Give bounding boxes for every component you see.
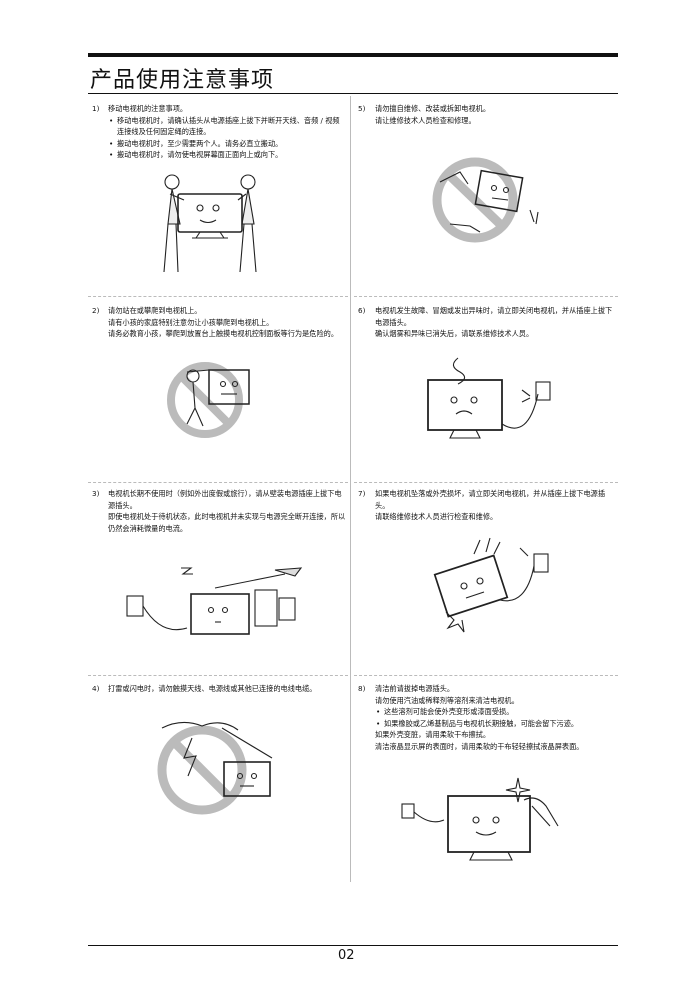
child-climbing-tv-illustration [167,362,250,438]
section-heading: 请勿站在或攀爬到电视机上。 [108,306,202,315]
falling-tv-illustration [433,537,549,633]
section-number: 5) [358,104,366,113]
separator [354,675,618,676]
section-text: 确认烟雾和异味已消失后，请联系维修技术人员。 [375,329,534,338]
separator [88,675,348,676]
section-number: 6) [358,306,366,315]
section-heading: 打雷或闪电时，请勿触摸天线、电源线或其他已连接的电线电缆。 [108,684,317,693]
section-text: 请务必教育小孩，攀爬到放置台上触摸电视机控制面板等行为是危险的。 [108,329,339,338]
title-rule [88,93,618,94]
section-2: 2) 请勿站在或攀爬到电视机上。 请有小孩的家庭特别注意勿让小孩攀爬到电视机上。… [92,305,344,340]
page-number: 02 [338,948,355,963]
list-item: 搬动电视机时，至少需要两个人。请务必直立搬动。 [108,138,344,150]
prohibited-repair-illustration [432,157,539,243]
section-number: 4) [92,684,100,693]
page-title: 产品使用注意事项 [90,68,275,93]
section-8: 8) 清洁前请拔掉电源插头。 请勿使用汽油或稀释剂等溶剂来清洁电视机。 这些溶剂… [358,683,616,752]
smoking-tv-illustration [427,357,551,439]
separator [88,482,348,483]
separator [88,296,348,297]
cleaning-tv-illustration [401,777,559,861]
section-1: 1) 移动电视机的注意事项。 移动电视机时，请确认插头从电源插座上拔下并断开天线… [92,103,344,161]
section-4: 4) 打雷或闪电时，请勿触摸天线、电源线或其他已连接的电线电缆。 [92,683,346,695]
list-item: 如果橡胶或乙烯基制品与电视机长期接触，可能会留下污迹。 [375,718,616,730]
list-item: 这些溶剂可能会使外壳变形或漆面受损。 [375,706,616,718]
section-text: 即使电视机处于待机状态，此时电视机并未实现与电源完全断开连接，所以仍然会消耗微量… [108,512,346,533]
section-heading: 移动电视机的注意事项。 [108,104,188,113]
section-text: 清洁液晶显示屏的表面时，请用柔软的干布轻轻擦拭液晶屏表面。 [375,741,584,751]
top-rule [88,53,618,57]
section-text: 如果外壳变脏，请用柔软干布擦拭。 [375,730,491,739]
section-heading: 请勿擅自维修、改装或拆卸电视机。 [375,104,491,113]
list-item: 移动电视机时，请确认插头从电源插座上拔下并断开天线、音频 / 视频连接线及任何固… [108,115,344,138]
section-number: 7) [358,489,366,498]
separator [354,296,618,297]
list-item: 搬动电视机时，请勿使电视屏幕面正面向上或向下。 [108,149,344,161]
bullet-list: 这些溶剂可能会使外壳变形或漆面受损。 如果橡胶或乙烯基制品与电视机长期接触，可能… [375,706,616,729]
section-5: 5) 请勿擅自维修、改装或拆卸电视机。 请让维修技术人员检查和修理。 [358,103,616,126]
section-number: 1) [92,104,100,113]
bottom-rule [88,945,618,946]
separator [354,482,618,483]
section-heading: 电视机长期不使用时（例如外出度假或旅行），请从壁装电源插座上拔下电源插头。 [108,489,342,510]
section-7: 7) 如果电视机坠落或外壳损坏，请立即关闭电视机，并从插座上拔下电源插头。 请联… [358,488,616,523]
section-text: 请有小孩的家庭特别注意勿让小孩攀爬到电视机上。 [108,317,274,327]
section-number: 2) [92,306,100,315]
section-heading: 清洁前请拔掉电源插头。 [375,684,455,693]
section-text: 请联络维修技术人员进行检查和维修。 [375,512,498,521]
section-number: 3) [92,489,100,498]
column-divider [350,96,351,882]
section-text: 请勿使用汽油或稀释剂等溶剂来清洁电视机。 [375,695,519,705]
two-people-carrying-tv-illustration [163,174,257,273]
section-text: 请让维修技术人员检查和修理。 [375,115,476,125]
bullet-list: 移动电视机时，请确认插头从电源插座上拔下并断开天线、音频 / 视频连接线及任何固… [108,115,344,161]
section-3: 3) 电视机长期不使用时（例如外出度假或旅行），请从壁装电源插座上拔下电源插头。… [92,488,346,534]
lightning-warning-illustration [157,721,273,815]
section-heading: 电视机发生故障、冒烟或发出异味时，请立即关闭电视机，并从插座上拔下电源插头。 [375,306,613,327]
section-number: 8) [358,684,366,693]
section-heading: 如果电视机坠落或外壳损坏，请立即关闭电视机，并从插座上拔下电源插头。 [375,489,606,510]
section-6: 6) 电视机发生故障、冒烟或发出异味时，请立即关闭电视机，并从插座上拔下电源插头… [358,305,616,340]
unplug-while-travelling-illustration [126,567,303,635]
